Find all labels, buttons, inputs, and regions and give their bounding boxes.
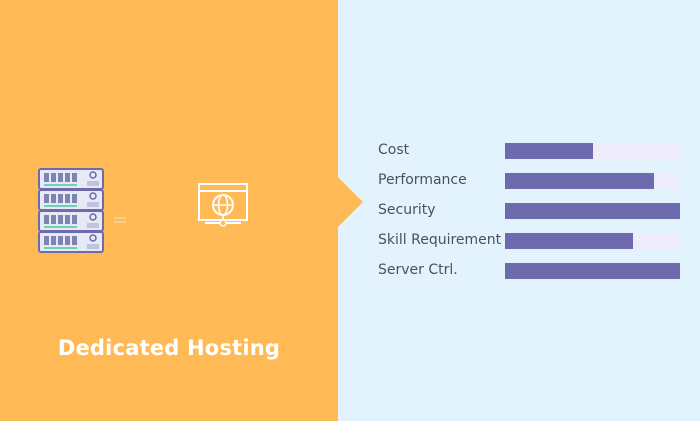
metric-row-skill-requirement: Skill Requirement <box>338 230 700 250</box>
metric-track <box>505 203 680 219</box>
metric-row-cost: Cost <box>338 140 700 160</box>
metric-track <box>505 233 680 249</box>
metric-label: Cost <box>378 142 410 158</box>
browser-globe-icon <box>198 183 248 227</box>
metric-fill <box>505 233 633 249</box>
metric-row-server-ctrl: Server Ctrl. <box>338 260 700 280</box>
metric-label: Security <box>378 202 436 218</box>
metric-track <box>505 143 680 159</box>
arrow-notch <box>338 177 363 227</box>
metric-fill <box>505 263 680 279</box>
metric-label: Performance <box>378 172 467 188</box>
hosting-title: Dedicated Hosting <box>57 336 281 360</box>
metric-label: Skill Requirement <box>378 232 502 248</box>
metrics-panel: Cost Performance Security Skill Requirem… <box>338 0 700 421</box>
connector-dash-icon <box>114 217 126 223</box>
server-rack-icon <box>38 168 104 253</box>
metric-fill <box>505 143 593 159</box>
metric-row-performance: Performance <box>338 170 700 190</box>
left-panel: Dedicated Hosting <box>0 0 338 421</box>
metric-track <box>505 263 680 279</box>
metric-label: Server Ctrl. <box>378 262 458 278</box>
metric-fill <box>505 203 680 219</box>
metric-row-security: Security <box>338 200 700 220</box>
metric-track <box>505 173 680 189</box>
metric-fill <box>505 173 654 189</box>
